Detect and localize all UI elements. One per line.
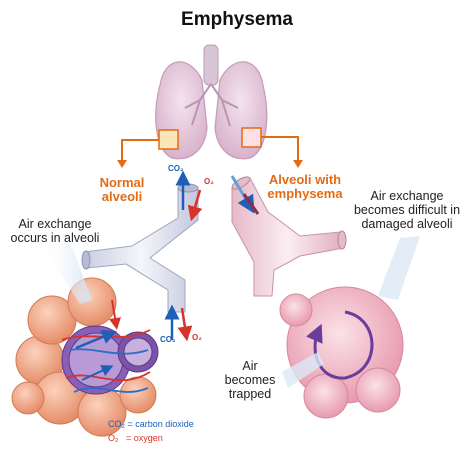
air-trapped-line2: becomes [224,372,276,387]
callout-connectors [121,136,299,162]
emphysema-alveoli-connector [261,136,299,162]
emphysema-bronchiole [230,175,347,297]
air-trapped-line3: trapped [228,386,272,401]
emphysema-alveoli-line1: Alveoli with [268,172,342,187]
air-exchange-occurs-line1: Air exchange [18,217,92,231]
lungs-illustration [155,44,268,160]
alveoli-gas-arrows [75,299,121,381]
page-title: Emphysema [181,9,293,30]
air-trapped-pointer [282,352,324,388]
normal-alveoli-line1: Normal [99,175,145,190]
co2-label-top: CO₂ [168,164,184,173]
o2-label-bottom: O₂ [192,333,202,342]
gas-arrows-bottom [164,304,193,342]
air-exchange-occurs-label: Air exchange occurs in alveoli [0,217,110,246]
air-exchange-occurs-line2: occurs in alveoli [10,230,100,245]
gas-arrows-top [175,170,203,222]
air-exchange-pointer [42,242,92,304]
emphysema-alveoli-line2: emphysema [267,186,343,202]
o2-label-top: O₂ [204,177,214,186]
legend-co2: CO₂ = carbon dioxide [108,419,194,429]
normal-alveoli-connector [121,139,159,162]
emphysema-alveoli-label: Alveoli with emphysema [260,172,350,202]
air-exchange-difficult-line3: damaged alveoli [361,216,453,231]
damaged-alveoli-pointer [378,236,420,300]
co2-label-bottom: CO₂ [160,335,176,344]
air-trapped-line1: Air [242,359,258,373]
air-exchange-difficult-label: Air exchange becomes difficult in damage… [345,189,469,231]
legend-o2: O₂ = oxygen [108,433,163,443]
air-exchange-difficult-line1: Air exchange [370,189,444,203]
normal-alveoli-line2: alveoli [101,189,143,205]
emphysema-alveoli-arrowhead [293,160,303,168]
air-exchange-difficult-line2: becomes difficult in [353,202,461,217]
normal-alveoli-arrowhead [117,160,127,168]
damaged-alveolus [279,286,404,419]
air-trapped-label: Air becomes trapped [218,359,282,401]
normal-alveoli-label: Normal alveoli [92,175,152,205]
